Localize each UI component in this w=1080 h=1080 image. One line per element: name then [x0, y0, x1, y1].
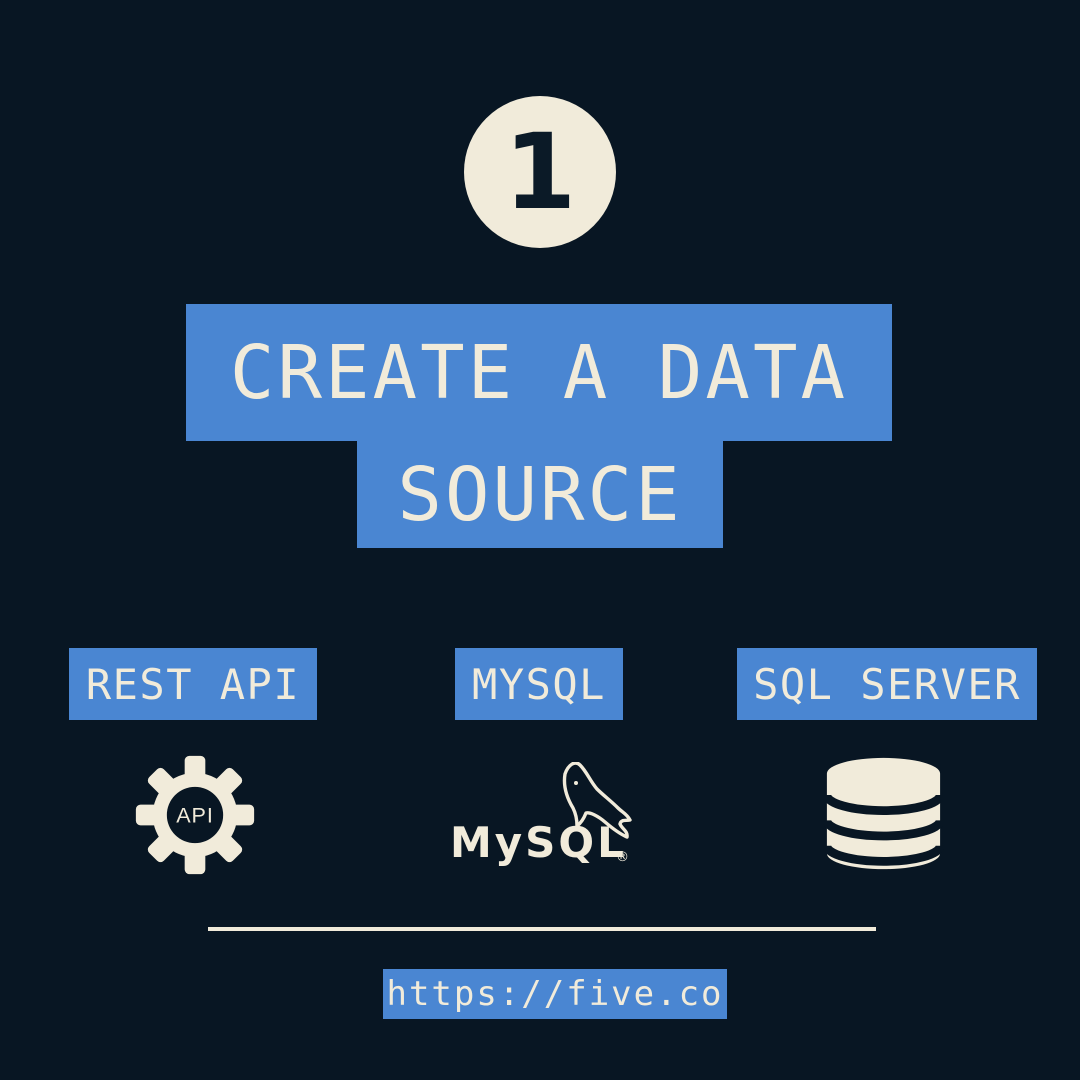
dolphin-outline: [562, 761, 632, 839]
website-url-badge: https://five.co: [383, 969, 727, 1019]
source-label-sql-server: SQL SERVER: [737, 648, 1037, 720]
cylinder-separator: [822, 844, 945, 866]
mysql-dolphin-icon: MySQL ®: [450, 761, 632, 867]
cylinder-separator: [822, 794, 945, 815]
title-line-1: CREATE A DATA: [186, 304, 892, 441]
divider-line: [208, 927, 876, 931]
source-label-rest-api: REST API: [69, 648, 317, 720]
api-gear-icon: API: [134, 754, 256, 876]
dolphin-eye: [574, 781, 578, 785]
database-cylinder-icon: [822, 757, 945, 870]
api-icon-label: API: [176, 803, 214, 828]
step-number: 1: [503, 111, 577, 233]
cylinder-separator: [822, 819, 945, 841]
gear-icon: API: [135, 755, 255, 875]
website-url-text: https://five.co: [386, 974, 724, 1014]
source-label-text: SQL SERVER: [753, 659, 1021, 709]
title-text-line-1: CREATE A DATA: [229, 329, 849, 416]
source-label-mysql: MYSQL: [455, 648, 623, 720]
database-icon: [822, 754, 945, 875]
source-label-text: MYSQL: [472, 659, 606, 709]
gear-center: [166, 786, 224, 844]
title-text-line-2: SOURCE: [397, 451, 683, 538]
mysql-wordmark: MySQL: [450, 818, 627, 867]
title-line-2: SOURCE: [357, 441, 723, 548]
step-number-badge: 1: [464, 96, 616, 248]
source-label-text: REST API: [85, 659, 301, 709]
mysql-registered-mark: ®: [616, 850, 629, 865]
mysql-logo: MySQL ®: [450, 761, 632, 868]
